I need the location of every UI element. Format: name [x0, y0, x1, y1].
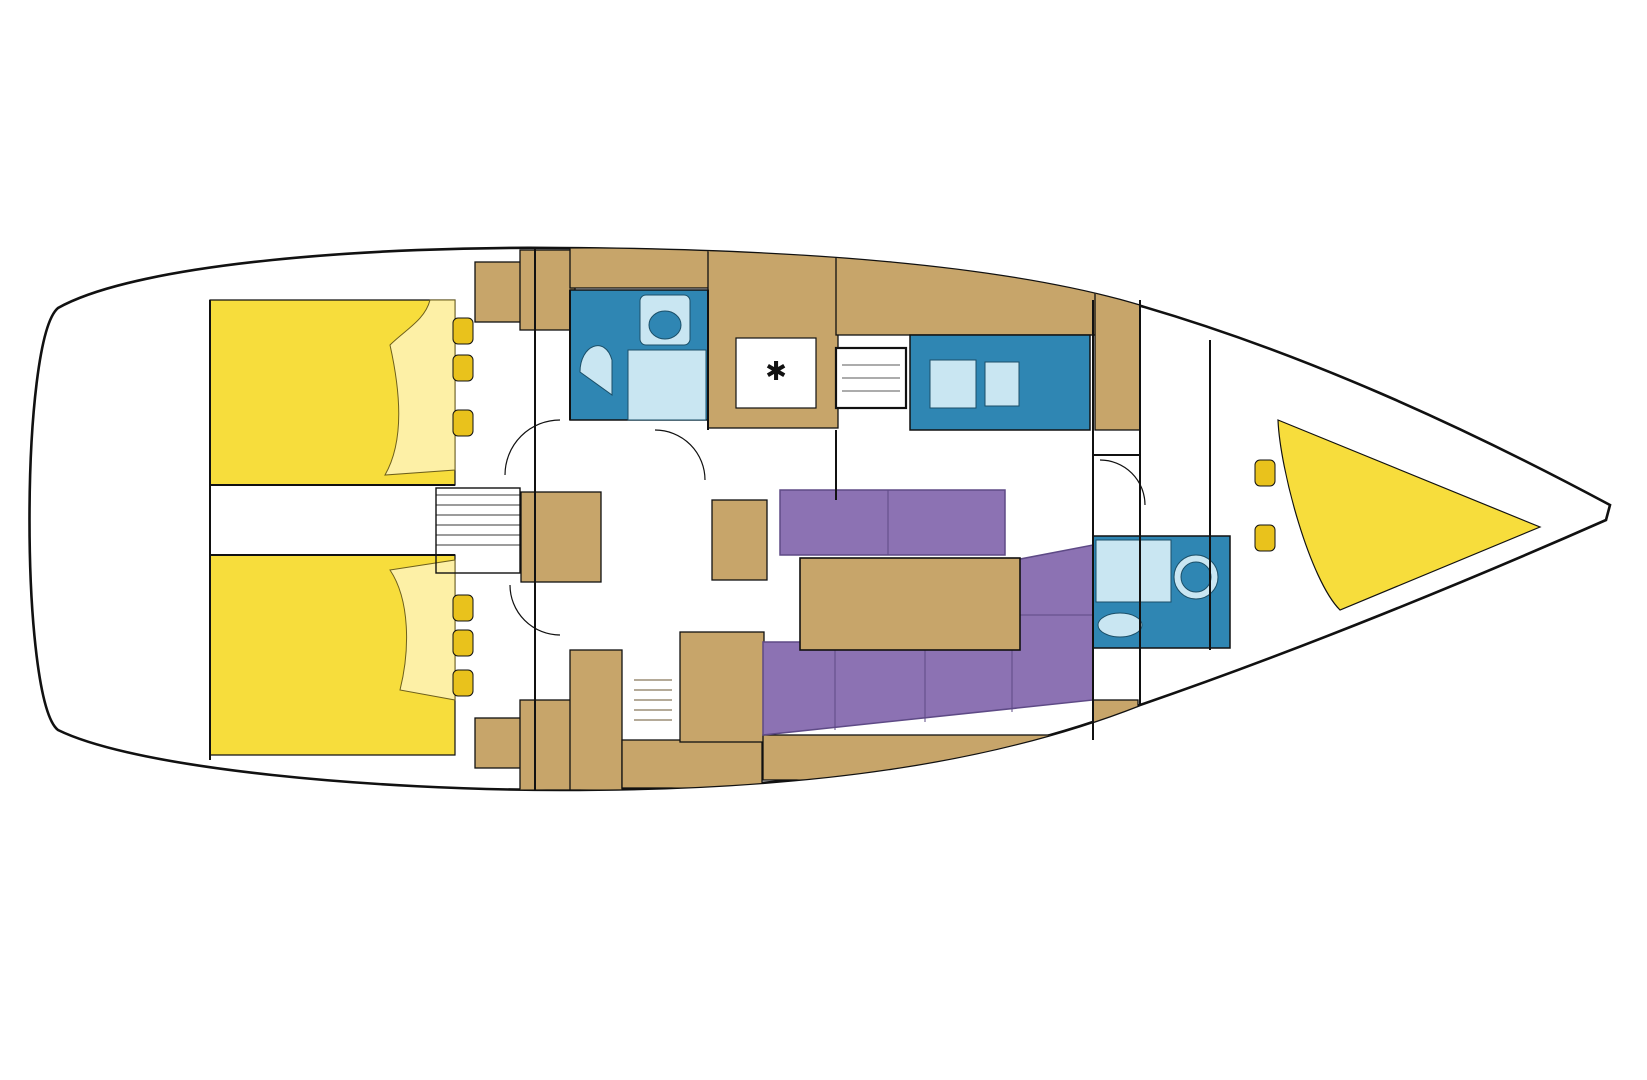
nav-seat	[711, 499, 768, 581]
companionway-steps	[435, 487, 521, 574]
structure-lines	[209, 248, 1211, 790]
galley-end	[1094, 269, 1141, 431]
forward-cabin	[1277, 419, 1542, 611]
galley-mark: ✱	[765, 357, 787, 387]
pillow	[1254, 459, 1276, 487]
door-swing-forward-head	[1099, 459, 1146, 506]
pillow	[452, 317, 474, 345]
pillow	[452, 594, 474, 622]
locker	[569, 247, 711, 289]
door-swing-aft-head	[504, 419, 561, 476]
aft-head	[569, 289, 709, 421]
companionway-step	[520, 491, 602, 583]
galley: ✱	[735, 334, 1091, 431]
pillow	[452, 629, 474, 657]
locker	[519, 699, 576, 790]
settee-back	[762, 734, 1094, 781]
galley-locker	[835, 249, 1097, 336]
locker	[519, 249, 576, 331]
locker	[569, 649, 623, 790]
pillow	[452, 409, 474, 437]
pillow	[452, 669, 474, 697]
locker	[621, 739, 763, 789]
forward-head	[1092, 535, 1231, 649]
aft-cabin-starboard	[209, 554, 456, 756]
door-swing-aft-cabin	[509, 584, 561, 636]
aft-cabin-port	[209, 299, 456, 486]
pillow	[1254, 524, 1276, 552]
chart-table	[679, 631, 765, 743]
pillow	[452, 354, 474, 382]
saloon	[762, 489, 1094, 736]
door-swing-galley	[654, 429, 706, 481]
